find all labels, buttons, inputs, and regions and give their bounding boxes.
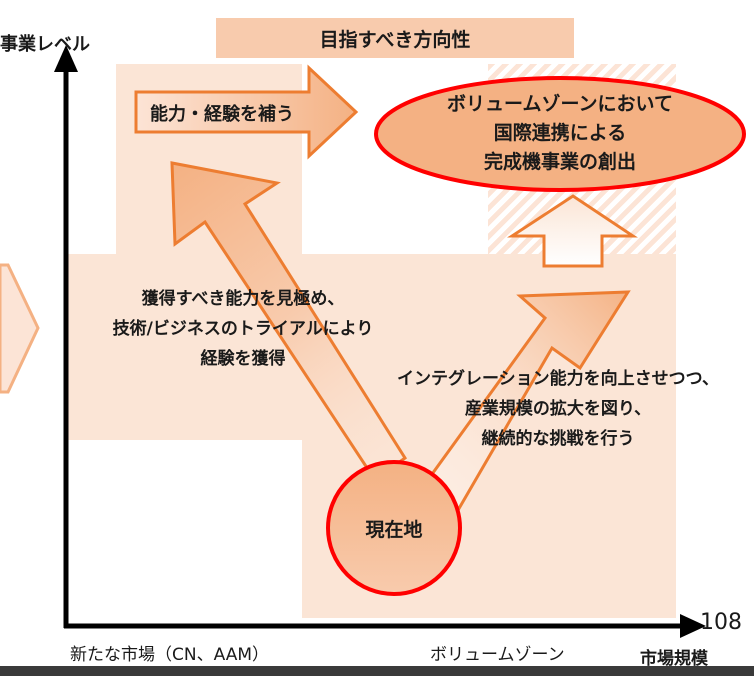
page-number: 108 <box>700 610 742 635</box>
goal-line-3: 完成機事業の創出 <box>483 151 636 173</box>
current-position-circle <box>326 460 462 596</box>
left-path-line-1: 獲得すべき能力を見極め、 <box>141 289 345 309</box>
top-arrow-label: 能力・経験を補う <box>150 104 294 125</box>
up-arrow-to-goal <box>506 194 638 268</box>
grid-cell-bottom-right <box>488 440 676 618</box>
x-category-left: 新たな市場（CN、AAM） <box>70 645 269 665</box>
bottom-strip <box>0 666 754 676</box>
y-axis-label: 事業レベル <box>0 34 90 55</box>
x-axis-arrowhead <box>680 614 706 638</box>
current-position-label: 現在地 <box>365 518 423 541</box>
x-category-right: ボリュームゾーン <box>430 645 565 665</box>
x-axis-label: 市場規模 <box>640 649 708 669</box>
y-axis-arrowhead <box>54 45 78 72</box>
header-banner-text: 目指すべき方向性 <box>319 28 471 51</box>
right-path-text: インテグレーション能力を向上させつつ、 産業規模の拡大を図り、 継続的な挑戦を行… <box>362 364 754 454</box>
right-growth-arrow <box>420 290 631 527</box>
left-growth-arrow <box>170 161 408 483</box>
goal-line-1: ボリュームゾーンにおいて <box>447 93 673 115</box>
left-path-line-2: 技術/ビジネスのトライアルにより <box>112 319 374 339</box>
top-right-arrow <box>134 64 359 160</box>
goal-line-2: 国際連携による <box>493 122 627 144</box>
right-path-line-1: インテグレーション能力を向上させつつ、 <box>397 369 719 389</box>
left-edge-chevron <box>0 263 40 394</box>
right-path-line-3: 継続的な挑戦を行う <box>481 429 635 449</box>
left-path-text: 獲得すべき能力を見極め、 技術/ビジネスのトライアルにより 経験を獲得 <box>78 284 408 374</box>
header-banner: 目指すべき方向性 <box>216 18 574 58</box>
goal-ellipse <box>374 76 746 192</box>
right-path-line-2: 産業規模の拡大を図り、 <box>464 399 652 419</box>
left-path-line-3: 経験を獲得 <box>200 349 286 369</box>
goal-ellipse-text: ボリュームゾーンにおいて 国際連携による 完成機事業の創出 <box>392 90 728 177</box>
